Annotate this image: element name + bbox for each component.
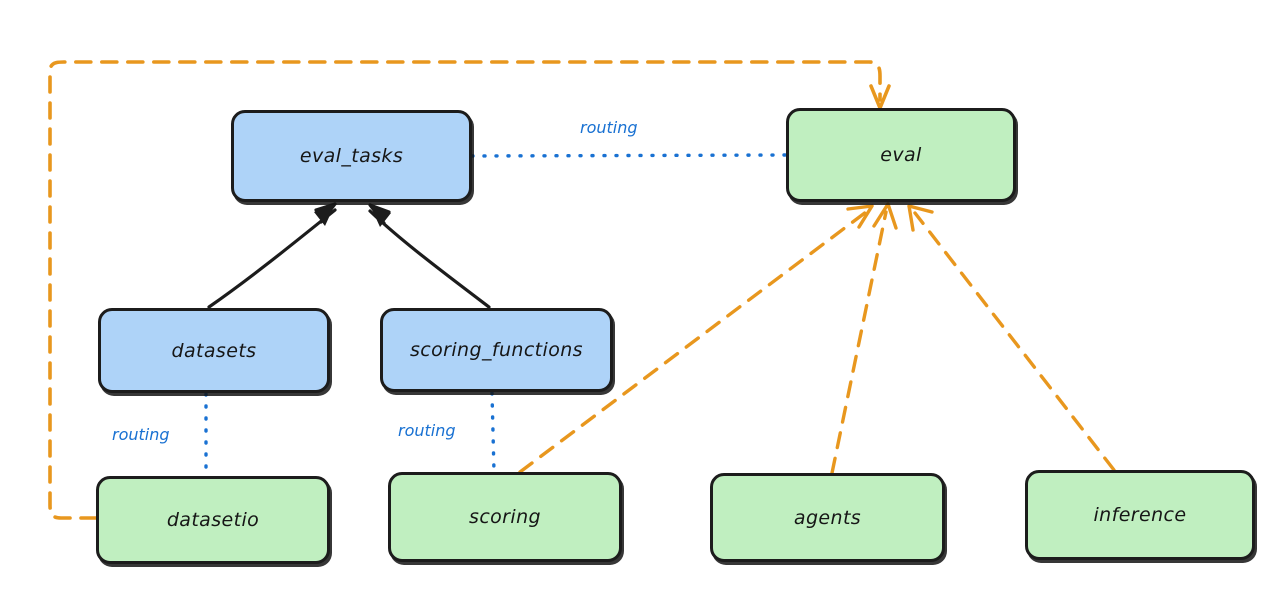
edge-inference-to-eval	[907, 204, 1116, 472]
node-label: inference	[1093, 504, 1187, 526]
node-label: eval	[880, 144, 922, 166]
node-label: scoring_functions	[410, 339, 583, 361]
edge-scoring_functions-to-scoring	[490, 391, 496, 474]
node-label: datasets	[171, 339, 257, 362]
node-label: scoring	[469, 506, 541, 528]
node-eval[interactable]: eval	[786, 108, 1016, 202]
node-inference[interactable]: inference	[1025, 470, 1255, 560]
edge-scoring-to-eval	[518, 204, 874, 474]
node-scoring[interactable]: scoring	[388, 472, 622, 562]
edge-datasetio-to-eval	[48, 60, 891, 520]
node-datasetio[interactable]: datasetio	[96, 476, 330, 564]
node-datasets[interactable]: datasets	[98, 308, 330, 393]
edge-eval_tasks-to-eval	[470, 153, 788, 158]
node-label: agents	[793, 506, 862, 529]
node-label: eval_tasks	[299, 145, 404, 167]
node-eval-tasks[interactable]: eval_tasks	[231, 110, 472, 202]
edge-label-routing-eval: routing	[580, 118, 638, 137]
node-label: datasetio	[166, 509, 260, 531]
edge-label-routing-scoring: routing	[398, 421, 456, 440]
node-scoring-functions[interactable]: scoring_functions	[380, 308, 613, 392]
edge-datasets-to-eval_tasks	[207, 202, 337, 309]
node-agents[interactable]: agents	[710, 473, 945, 562]
edge-label-routing-datasets: routing	[112, 425, 170, 444]
edge-scoring_functions-to-eval_tasks	[368, 203, 491, 309]
edge-agents-to-eval	[830, 202, 898, 475]
